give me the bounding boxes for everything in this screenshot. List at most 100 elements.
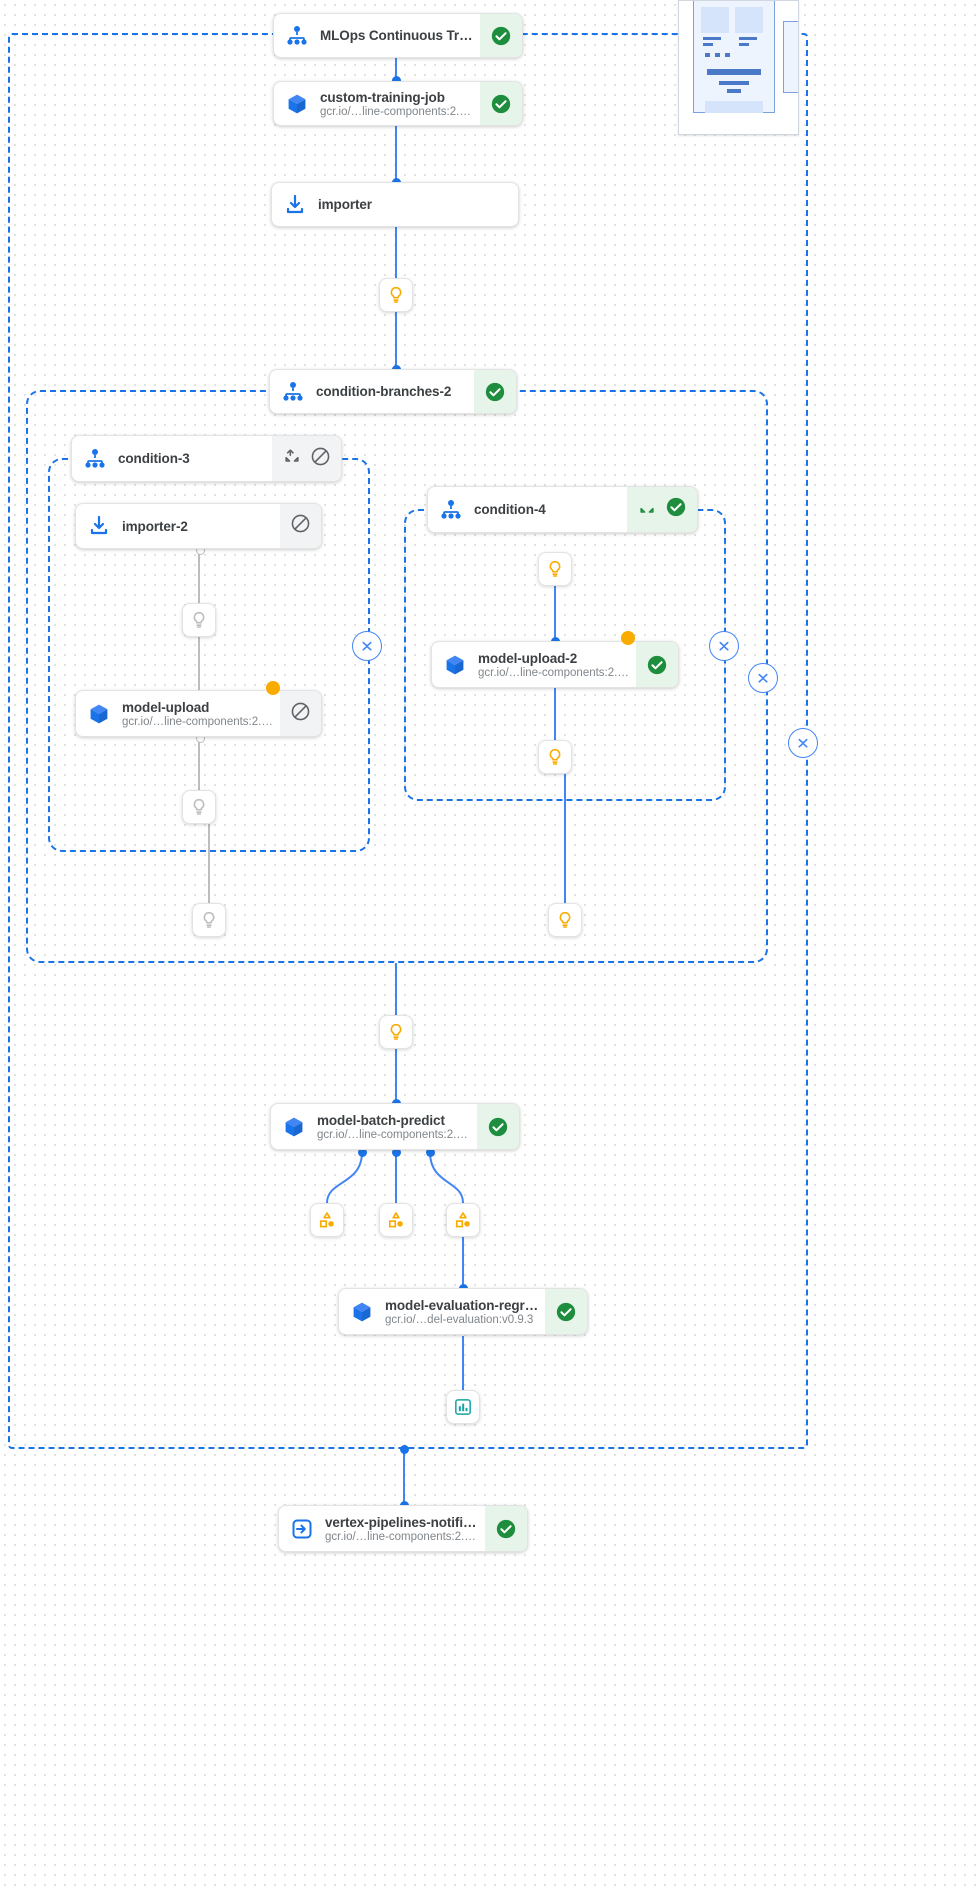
node-artifact[interactable] <box>310 1203 344 1237</box>
node-custom-training-job[interactable]: custom-training-job gcr.io/…line-compone… <box>273 81 523 126</box>
container-icon <box>76 691 122 736</box>
node-model-upload[interactable]: model-upload gcr.io/…line-components:2.6… <box>75 690 322 737</box>
collapse-button-condition-branches-2[interactable] <box>748 663 778 693</box>
collapse-arrows-icon[interactable] <box>637 497 657 522</box>
edge-dot <box>400 1445 409 1454</box>
minimap-node <box>715 53 720 57</box>
check-circle-icon <box>556 1302 576 1321</box>
status-skipped <box>272 436 341 481</box>
minimap-node <box>735 7 763 33</box>
edge-dot <box>426 1148 435 1157</box>
edge-dot <box>358 1148 367 1157</box>
minimap-node <box>703 37 721 40</box>
node-parameter-artifact[interactable] <box>379 1015 413 1049</box>
node-notification[interactable]: vertex-pipelines-notificat… gcr.io/…line… <box>278 1505 528 1552</box>
dag-icon <box>428 487 474 532</box>
container-icon <box>339 1289 385 1334</box>
edge-dot <box>392 1148 401 1157</box>
status-succeeded <box>480 14 522 57</box>
node-title: model-upload <box>122 699 210 715</box>
check-circle-icon <box>485 382 505 401</box>
collapse-chevrons-icon <box>719 641 729 651</box>
node-parameter-artifact[interactable] <box>548 903 582 937</box>
node-condition-branches-2[interactable]: condition-branches-2 <box>269 369 517 414</box>
dag-icon <box>274 14 320 57</box>
check-circle-icon <box>491 26 511 45</box>
node-title: vertex-pipelines-notificat… <box>325 1514 479 1530</box>
minimap-node <box>705 53 710 57</box>
node-metrics-artifact[interactable] <box>446 1390 480 1424</box>
node-parameter-artifact[interactable] <box>182 790 216 824</box>
metrics-icon <box>455 1399 471 1415</box>
minimap[interactable] <box>678 0 799 135</box>
node-subtitle: gcr.io/…line-components:2.6.0 <box>317 1128 471 1141</box>
node-text: model-batch-predict gcr.io/…line-compone… <box>317 1104 477 1149</box>
node-parameter-artifact[interactable] <box>538 740 572 774</box>
skipped-icon <box>290 513 311 539</box>
minimap-viewport-secondary[interactable] <box>783 21 798 93</box>
node-text: model-evaluation-regres… gcr.io/…del-eva… <box>385 1289 545 1334</box>
collapse-button-condition-3[interactable] <box>352 631 382 661</box>
dag-icon <box>72 436 118 481</box>
node-text: condition-3 <box>118 436 272 481</box>
node-importer-2[interactable]: importer-2 <box>75 503 322 549</box>
skipped-icon <box>290 701 311 727</box>
parameter-icon <box>559 911 571 928</box>
node-text: MLOps Continuous Traini… <box>320 14 480 57</box>
container-icon <box>432 642 478 687</box>
node-title: importer-2 <box>122 518 188 534</box>
node-title: model-upload-2 <box>478 650 578 666</box>
check-circle-icon <box>488 1117 508 1136</box>
minimap-node <box>707 69 761 75</box>
node-subtitle: gcr.io/…line-components:2.6.0 <box>478 666 630 679</box>
node-text: model-upload-2 gcr.io/…line-components:2… <box>478 642 636 687</box>
collapse-button-condition-4[interactable] <box>709 631 739 661</box>
node-condition-4[interactable]: condition-4 <box>427 486 698 533</box>
parameter-icon <box>193 798 205 815</box>
minimap-node <box>739 43 749 46</box>
minimap-node <box>725 53 730 57</box>
status-skipped <box>280 691 321 736</box>
status-none <box>452 183 518 226</box>
node-artifact[interactable] <box>379 1203 413 1237</box>
node-importer[interactable]: importer <box>271 182 519 227</box>
import-icon <box>76 504 122 548</box>
node-parameter-artifact[interactable] <box>379 278 413 312</box>
node-artifact[interactable] <box>446 1203 480 1237</box>
node-condition-3[interactable]: condition-3 <box>71 435 342 482</box>
node-parameter-artifact[interactable] <box>192 903 226 937</box>
minimap-node <box>705 101 763 113</box>
status-succeeded <box>477 1104 519 1149</box>
node-text: custom-training-job gcr.io/…line-compone… <box>320 82 480 125</box>
dag-icon <box>270 370 316 413</box>
node-title: condition-branches-2 <box>316 384 452 399</box>
check-circle-icon <box>665 496 687 523</box>
check-circle-icon <box>496 1519 516 1538</box>
edge-dot <box>392 76 401 85</box>
collapse-chevrons-icon <box>798 738 808 748</box>
node-mlops-root[interactable]: MLOps Continuous Traini… <box>273 13 523 58</box>
parameter-icon <box>549 748 561 765</box>
node-title: custom-training-job <box>320 89 445 105</box>
node-parameter-artifact[interactable] <box>538 552 572 586</box>
exit-icon <box>279 1506 325 1551</box>
node-title: condition-3 <box>118 451 190 466</box>
collapse-chevrons-icon <box>758 673 768 683</box>
minimap-node <box>719 81 749 85</box>
collapse-button-root[interactable] <box>788 728 818 758</box>
node-subtitle: gcr.io/…line-components:2.6.0 <box>122 715 274 728</box>
node-model-evaluation[interactable]: model-evaluation-regres… gcr.io/…del-eva… <box>338 1288 588 1335</box>
node-text: condition-4 <box>474 487 627 532</box>
collapse-chevrons-icon <box>362 641 372 651</box>
node-title: MLOps Continuous Traini… <box>320 28 474 43</box>
collapse-arrows-icon[interactable] <box>282 446 302 471</box>
node-model-upload-2[interactable]: model-upload-2 gcr.io/…line-components:2… <box>431 641 679 688</box>
parameter-icon <box>390 286 402 303</box>
container-icon <box>271 1104 317 1149</box>
node-text: importer <box>318 183 452 226</box>
node-subtitle: gcr.io/…del-evaluation:v0.9.3 <box>385 1313 534 1326</box>
node-parameter-artifact[interactable] <box>182 603 216 637</box>
node-model-batch-predict[interactable]: model-batch-predict gcr.io/…line-compone… <box>270 1103 520 1150</box>
status-succeeded <box>480 82 522 125</box>
